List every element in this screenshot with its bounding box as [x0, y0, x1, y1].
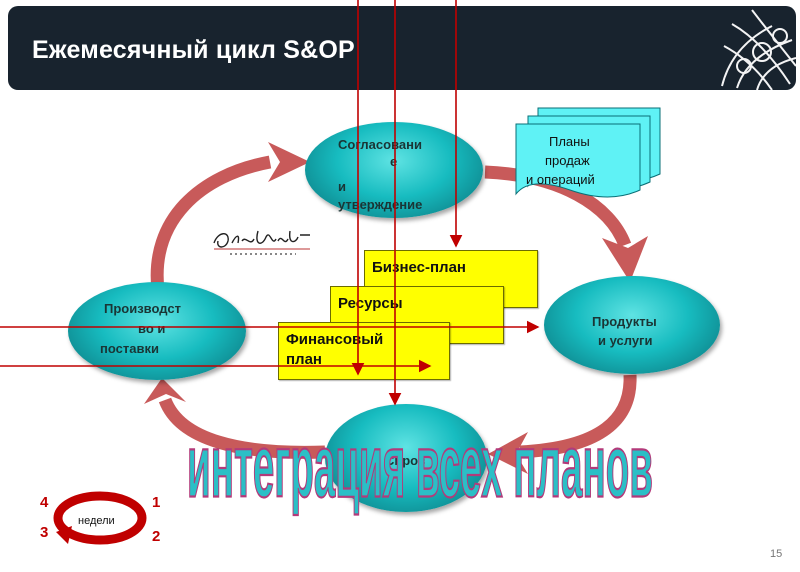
node-production-line3: поставки	[100, 341, 159, 356]
integration-banner: интеграция всех планов	[186, 415, 654, 517]
week-number-1: 1	[152, 494, 161, 511]
title-bar: Ежемесячный цикл S&OP	[8, 6, 796, 90]
slide-title: Ежемесячный цикл S&OP	[32, 36, 355, 64]
node-demand	[325, 404, 487, 512]
weeks-cycle-icon	[53, 491, 147, 545]
weeks-label: недели	[78, 515, 115, 527]
arrowhead-to-agreement	[268, 142, 310, 182]
arrow-demand-to-production	[158, 397, 326, 459]
arrow-agreement-to-products	[484, 165, 632, 248]
document-line2: продаж	[545, 153, 590, 168]
node-production	[68, 282, 246, 380]
oliver-wight-signature-logo	[213, 230, 310, 255]
week-number-4: 4	[40, 494, 49, 511]
node-production-line1: Производст	[104, 301, 181, 316]
arrowhead-to-production	[144, 378, 186, 404]
card-financial-line1: Финансовый	[286, 331, 384, 348]
card-resources-label: Ресурсы	[338, 295, 403, 312]
arrow-products-to-demand	[519, 374, 637, 459]
document-line3: и операций	[526, 172, 595, 187]
arrowhead-to-products	[602, 236, 648, 282]
week-number-2: 2	[152, 528, 161, 545]
node-production-line2: во и	[138, 321, 166, 336]
page-number: 15	[770, 548, 783, 560]
globe-logo-icon	[721, 9, 796, 90]
week-number-3: 3	[40, 524, 49, 541]
banner-text: интеграция всех планов	[187, 416, 653, 516]
node-agreement-line1: Согласовани	[338, 137, 422, 152]
node-products-line1: Продукты	[592, 314, 657, 329]
document-line1: Планы	[549, 134, 590, 149]
node-agreement	[305, 122, 483, 218]
node-products-line2: и услуги	[598, 333, 653, 348]
node-demand-label: Спрос	[385, 453, 426, 468]
arrow-production-to-agreement	[150, 155, 272, 291]
node-agreement-line2: е	[390, 154, 398, 169]
card-financial-line2: план	[286, 351, 322, 368]
node-agreement-line3: и	[338, 179, 346, 194]
document-stack-icon	[515, 107, 661, 198]
node-agreement-line4: утверждение	[338, 197, 423, 212]
node-products	[544, 276, 720, 374]
arrowhead-to-demand	[488, 432, 528, 474]
